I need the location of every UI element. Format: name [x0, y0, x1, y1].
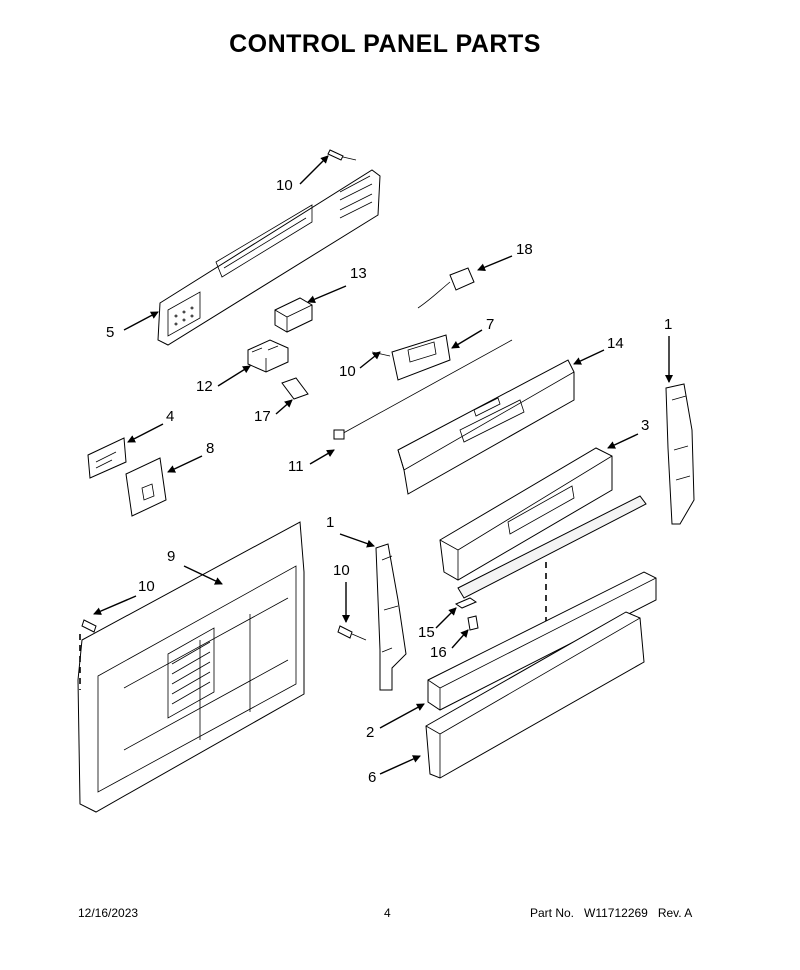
- callout-1b: 1: [326, 514, 334, 531]
- back-panel-top: [157, 169, 381, 346]
- screw-center: [337, 625, 367, 641]
- callout-8: 8: [206, 440, 214, 457]
- callout-9: 9: [167, 548, 175, 565]
- callout-15: 15: [418, 624, 435, 641]
- lower-channel-2: [427, 571, 657, 711]
- screw-left: [81, 619, 97, 633]
- callout-11: 11: [288, 458, 304, 475]
- lower-trim-6: [425, 611, 645, 779]
- wire-11: [333, 339, 513, 440]
- clip-17: [281, 377, 309, 400]
- callout-3: 3: [641, 417, 649, 434]
- side-bracket-right: [665, 383, 695, 525]
- plate-8: [125, 457, 167, 517]
- screw-16: [467, 615, 479, 631]
- callout-13: 13: [350, 265, 367, 282]
- callout-14: 14: [607, 335, 624, 352]
- screw-top: [327, 149, 357, 161]
- footer-part-value: W11712269: [584, 906, 648, 920]
- callout-7: 7: [486, 316, 494, 333]
- footer-part-number: Part No. W11712269 Rev. A: [530, 906, 702, 920]
- trim-15: [454, 597, 478, 609]
- control-panel-14: [397, 359, 575, 495]
- terminal-block-12: [247, 339, 289, 373]
- callout-10a: 10: [276, 177, 293, 194]
- footer-page-number: 4: [384, 906, 391, 920]
- control-board-7: [371, 334, 451, 381]
- callout-1a: 1: [664, 316, 672, 333]
- callout-10c: 10: [138, 578, 155, 595]
- leader-arrows: [93, 155, 673, 775]
- footer-part-label: Part No.: [530, 906, 575, 920]
- callout-17: 17: [254, 408, 271, 425]
- panel-frame-3: [439, 447, 647, 599]
- harness-18: [417, 267, 475, 309]
- footer-revision: Rev. A: [657, 906, 693, 920]
- callout-16: 16: [430, 644, 447, 661]
- callout-6: 6: [368, 769, 376, 786]
- side-bracket-center: [375, 543, 407, 691]
- callout-2: 2: [366, 724, 374, 741]
- callout-10b: 10: [339, 363, 356, 380]
- rear-panel-9: [77, 521, 305, 813]
- board-4: [87, 437, 127, 479]
- footer-date: 12/16/2023: [78, 906, 139, 920]
- callout-5: 5: [106, 324, 114, 341]
- callout-18: 18: [516, 241, 533, 258]
- callout-4: 4: [166, 408, 174, 425]
- callout-12: 12: [196, 378, 213, 395]
- page-title: CONTROL PANEL PARTS: [229, 30, 541, 58]
- callout-10d: 10: [333, 562, 350, 579]
- bracket-13: [274, 297, 313, 333]
